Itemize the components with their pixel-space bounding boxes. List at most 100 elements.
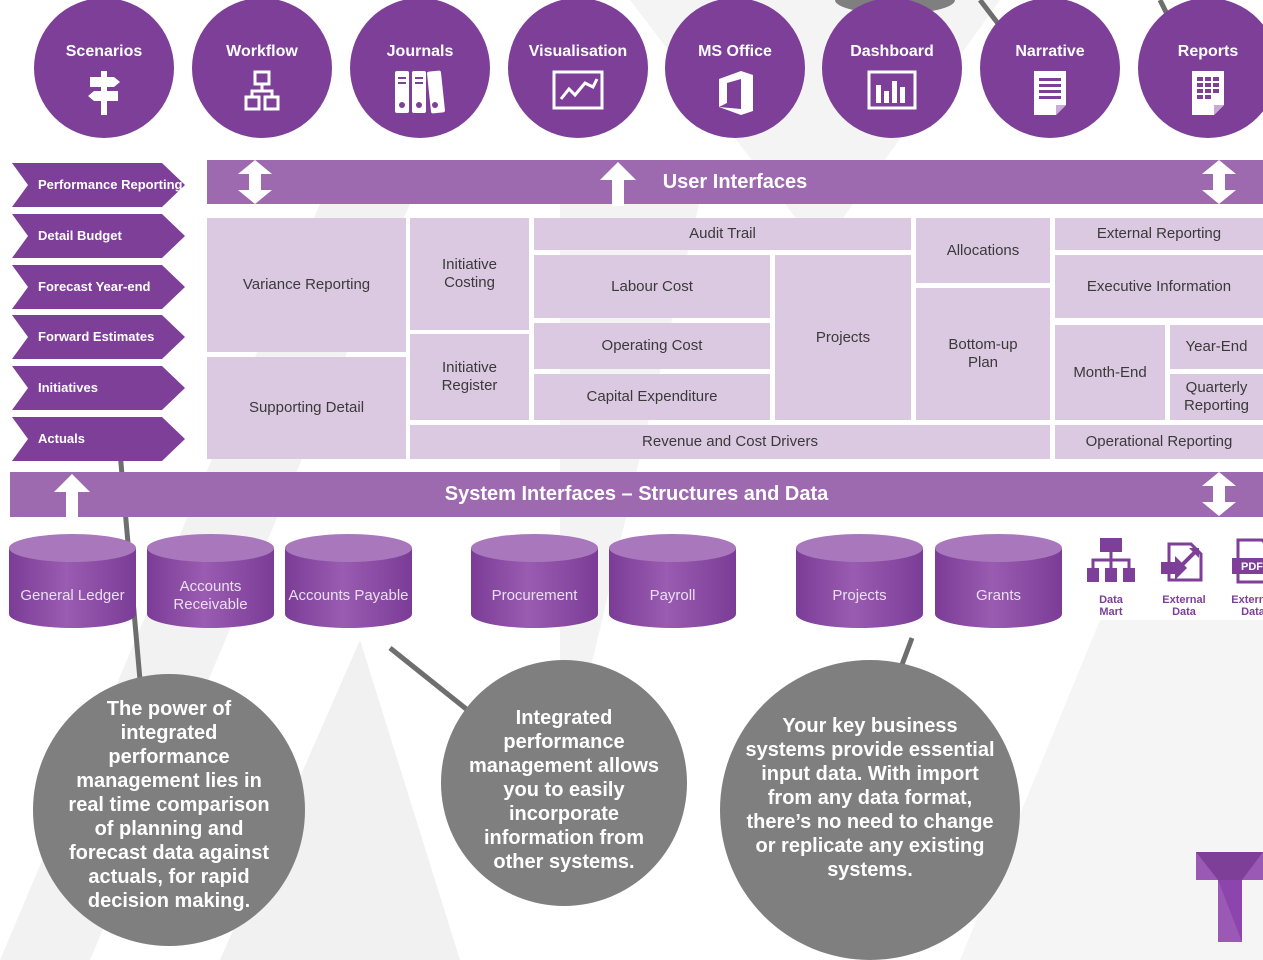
chevron-label: Forward Estimates — [38, 329, 155, 344]
cell-projects[interactable]: Projects — [775, 255, 911, 420]
callout-performance-management: The power of integrated performance mana… — [33, 674, 305, 946]
chevron-label: Detail Budget — [38, 228, 122, 243]
database-label: Projects — [832, 587, 887, 604]
journals-circle[interactable]: Journals — [350, 0, 490, 138]
cell-audit-trail[interactable]: Audit Trail — [534, 218, 911, 250]
chevron-label: Performance Reporting — [38, 177, 183, 192]
binders-icon — [395, 70, 445, 114]
narrative-label: Narrative — [1015, 43, 1085, 60]
double-arrow-icon — [1202, 472, 1236, 516]
cell-label: Projects — [815, 328, 871, 346]
narrative-circle[interactable]: Narrative — [980, 0, 1120, 138]
cell-label: Variance Reporting — [242, 276, 371, 293]
cell-label: Allocations — [946, 241, 1020, 259]
chevron-label: Initiatives — [38, 380, 98, 395]
cell-executive-information[interactable]: Executive Information — [1055, 255, 1263, 318]
cell-label: Bottom-up Plan — [948, 336, 1018, 371]
callout-text: The power of integrated performance mana… — [68, 698, 270, 912]
logo-mark — [1196, 852, 1263, 942]
cell-initiative-costing[interactable]: Initiative Costing — [410, 218, 529, 330]
workflow-label: Workflow — [226, 43, 298, 60]
database-accounts-payable[interactable]: Accounts Payable — [285, 534, 412, 628]
chevron-detail-budget[interactable]: Detail Budget — [12, 214, 185, 258]
cell-allocations[interactable]: Allocations — [916, 218, 1050, 283]
database-label: Grants — [975, 587, 1021, 604]
pdf-data-source[interactable]: PDF External Data — [1224, 536, 1263, 618]
data-mart-source[interactable]: Data Mart — [1082, 536, 1140, 618]
dashboard-label: Dashboard — [850, 43, 934, 60]
cell-capital-expenditure[interactable]: Capital Expenditure — [534, 374, 770, 420]
database-general-ledger[interactable]: General Ledger — [9, 534, 136, 628]
cell-operational-reporting[interactable]: Operational Reporting — [1055, 425, 1263, 459]
visualisation-circle[interactable]: Visualisation — [508, 0, 648, 138]
dashboard-circle[interactable]: Dashboard — [822, 0, 962, 138]
cell-variance-reporting[interactable]: Variance Reporting — [207, 218, 406, 352]
scenarios-circle[interactable]: Scenarios — [34, 0, 174, 138]
up-arrow-icon — [54, 474, 90, 518]
chevron-performance-reporting[interactable]: Performance Reporting — [12, 163, 185, 207]
cell-quarterly-reporting[interactable]: Quarterly Reporting — [1170, 374, 1263, 420]
pdf-badge: PDF — [1241, 561, 1263, 573]
double-arrow-icon — [238, 160, 272, 204]
cell-revenue-cost-drivers[interactable]: Revenue and Cost Drivers — [410, 425, 1050, 459]
chevron-label: Actuals — [38, 431, 85, 446]
callout-text: Integrated performance management allows… — [468, 707, 660, 873]
database-procurement[interactable]: Procurement — [471, 534, 598, 628]
scenarios-label: Scenarios — [65, 43, 143, 60]
workflow-circle[interactable]: Workflow — [192, 0, 332, 138]
cell-bottom-up-plan[interactable]: Bottom-up Plan — [916, 288, 1050, 420]
user-interfaces-title: User Interfaces — [662, 170, 808, 193]
office-icon — [719, 71, 753, 115]
cell-external-reporting[interactable]: External Reporting — [1055, 218, 1263, 250]
database-label: Accounts Payable — [288, 587, 409, 604]
database-label: General Ledger — [20, 587, 125, 604]
callout-text: Your key business systems provide essent… — [745, 715, 995, 881]
reports-label: Reports — [1177, 43, 1239, 60]
external-data-source[interactable]: External Data — [1155, 536, 1213, 618]
double-arrow-icon — [1202, 160, 1236, 204]
cell-label: Labour Cost — [611, 277, 693, 295]
cell-label: Year-End — [1185, 338, 1248, 355]
cell-supporting-detail[interactable]: Supporting Detail — [207, 357, 406, 459]
visualisation-label: Visualisation — [528, 43, 628, 60]
system-interfaces-bar: System Interfaces – Structures and Data — [10, 472, 1263, 517]
user-interfaces-bar: User Interfaces — [207, 160, 1263, 204]
cell-year-end[interactable]: Year-End — [1170, 325, 1263, 369]
cell-label: Quarterly Reporting — [1183, 379, 1250, 414]
cell-label: Month-End — [1073, 363, 1147, 381]
spreadsheet-icon — [1192, 71, 1224, 115]
chevron-initiatives[interactable]: Initiatives — [12, 366, 185, 410]
ms-office-circle[interactable]: MS Office — [665, 0, 805, 138]
data-mart-icon — [1087, 538, 1135, 582]
data-source-label: Data Mart — [1099, 594, 1123, 618]
ms-office-label: MS Office — [698, 43, 772, 60]
chevron-actuals[interactable]: Actuals — [12, 417, 185, 461]
system-interfaces-title: System Interfaces – Structures and Data — [444, 483, 829, 505]
database-payroll[interactable]: Payroll — [609, 534, 736, 628]
cell-label: Revenue and Cost Drivers — [642, 433, 818, 450]
line-chart-icon — [552, 70, 604, 110]
signpost-icon — [88, 71, 120, 115]
chevron-forecast-year-end[interactable]: Forecast Year-end — [12, 265, 185, 309]
database-accounts-receivable[interactable]: Accounts Receivable — [147, 534, 274, 628]
cell-label: Executive Information — [1086, 277, 1232, 295]
cell-label: Supporting Detail — [248, 399, 365, 416]
external-data-icon — [1161, 542, 1203, 582]
cell-label: External Reporting — [1096, 225, 1222, 242]
database-projects[interactable]: Projects — [796, 534, 923, 628]
callout-business-systems: Your key business systems provide essent… — [720, 660, 1020, 960]
bar-chart-icon — [867, 70, 917, 110]
cell-initiative-register[interactable]: Initiative Register — [410, 334, 529, 420]
chevron-forward-estimates[interactable]: Forward Estimates — [12, 315, 185, 359]
database-label: Accounts Receivable — [173, 578, 248, 613]
chevron-label: Forecast Year-end — [38, 279, 151, 294]
cell-month-end[interactable]: Month-End — [1055, 325, 1165, 420]
journals-label: Journals — [386, 43, 454, 60]
cell-label: Operational Reporting — [1085, 433, 1233, 450]
document-icon — [1034, 71, 1066, 115]
hierarchy-icon — [244, 70, 280, 111]
reports-circle[interactable]: Reports — [1138, 0, 1263, 138]
database-grants[interactable]: Grants — [935, 534, 1062, 628]
cell-labour-cost[interactable]: Labour Cost — [534, 255, 770, 318]
cell-operating-cost[interactable]: Operating Cost — [534, 323, 770, 369]
